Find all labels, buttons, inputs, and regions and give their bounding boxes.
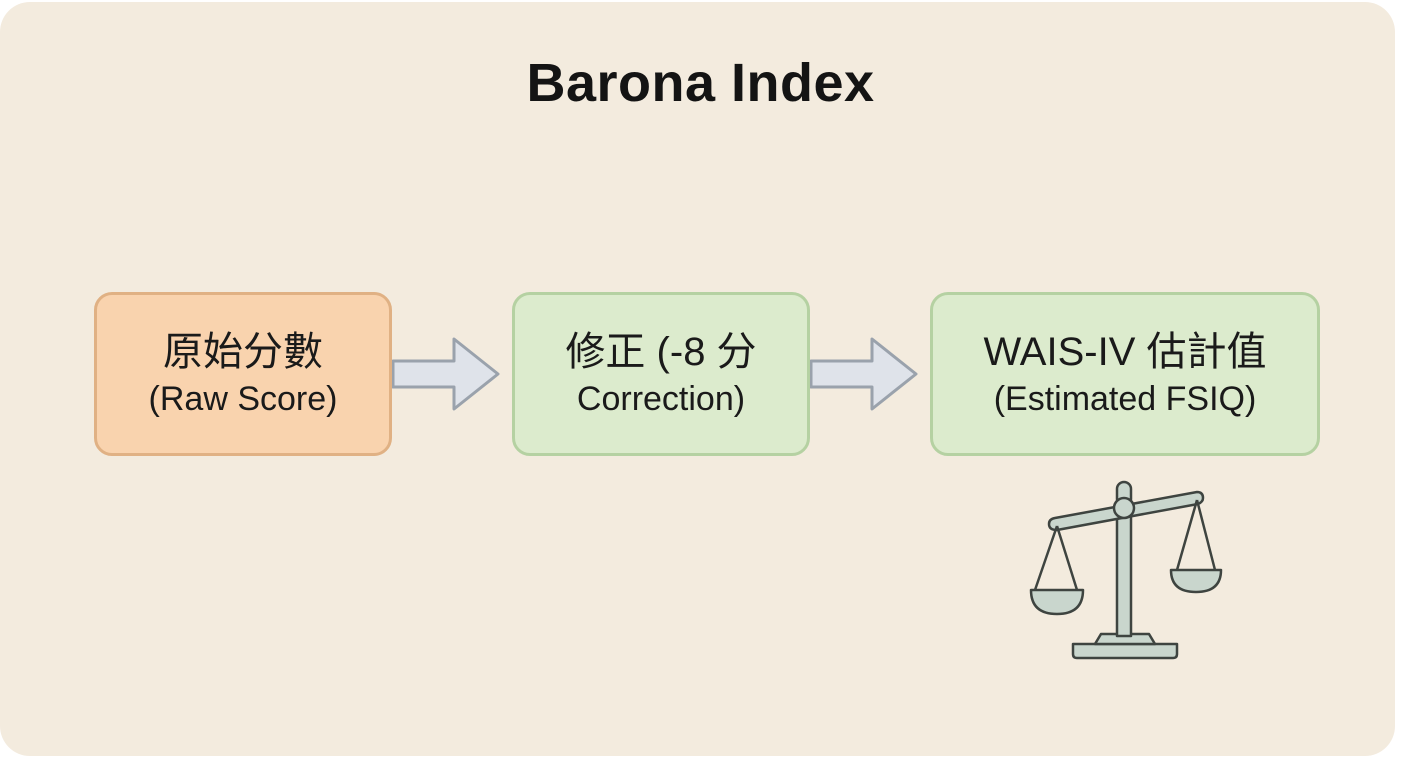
right-arrow-icon	[392, 337, 500, 411]
step-raw-score: 原始分數 (Raw Score)	[94, 292, 392, 456]
step-correction: 修正 (-8 分 Correction)	[512, 292, 810, 456]
step-label-primary: WAIS-IV 估計值	[983, 330, 1267, 374]
step-label-secondary: (Raw Score)	[148, 380, 338, 418]
diagram-title: Barona Index	[526, 53, 875, 113]
step-estimated-fsiq: WAIS-IV 估計值 (Estimated FSIQ)	[930, 292, 1320, 456]
step-label-primary: 原始分數	[163, 330, 323, 374]
step-label-secondary: Correction)	[576, 380, 746, 418]
right-arrow-icon	[810, 337, 918, 411]
step-label-primary: 修正 (-8 分	[565, 330, 757, 374]
balance-scale-icon	[1029, 480, 1223, 660]
step-label-secondary: (Estimated FSIQ)	[993, 380, 1257, 418]
